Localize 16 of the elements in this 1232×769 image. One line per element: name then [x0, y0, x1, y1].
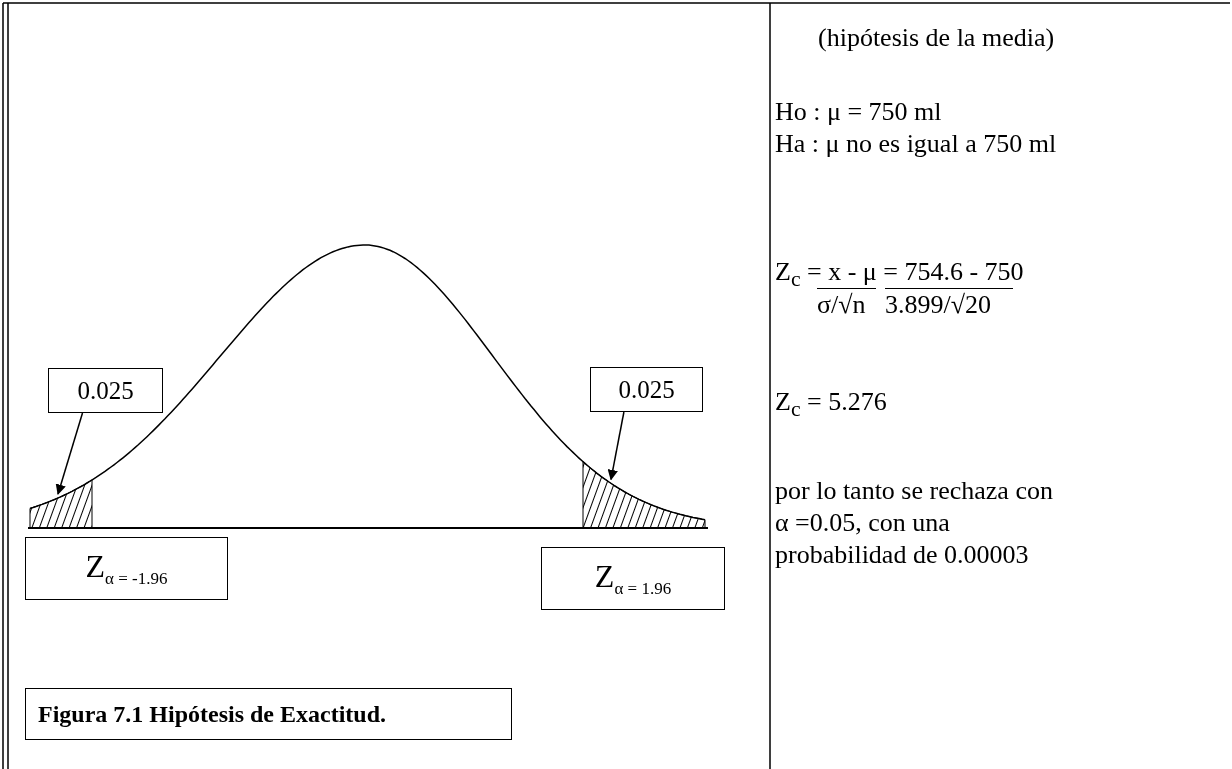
- leader-arrow: [607, 411, 625, 481]
- critical-value-box: Z$_{α = -1.96}$: [25, 537, 228, 600]
- critical-value-box: Z$_{α = 1.96}$: [541, 547, 725, 610]
- result-text: Z$_{c}$ = 5.276: [775, 386, 887, 424]
- heading-note: (hipótesis de la media): [818, 22, 1055, 54]
- formula-denominator: σ/√n: [817, 288, 876, 321]
- figure-caption: Figura 7.1 Hipótesis de Exactitud.: [25, 688, 512, 740]
- conclusion-text: por lo tanto se rechaza con α =0.05, con una probabilidad de 0.00003: [775, 475, 1054, 571]
- hypothesis-line: Ha : μ no es igual a 750 ml: [775, 128, 1057, 160]
- probability-box: 0.025: [48, 368, 163, 413]
- formula-denominator: 3.899/√20: [885, 288, 1013, 321]
- hatched-tail-area: [29, 479, 93, 529]
- hatched-tail-area: [582, 461, 706, 529]
- hypothesis-line: Ho : μ = 750 ml: [775, 96, 942, 128]
- leader-arrow: [55, 412, 84, 495]
- probability-box: 0.025: [590, 367, 703, 412]
